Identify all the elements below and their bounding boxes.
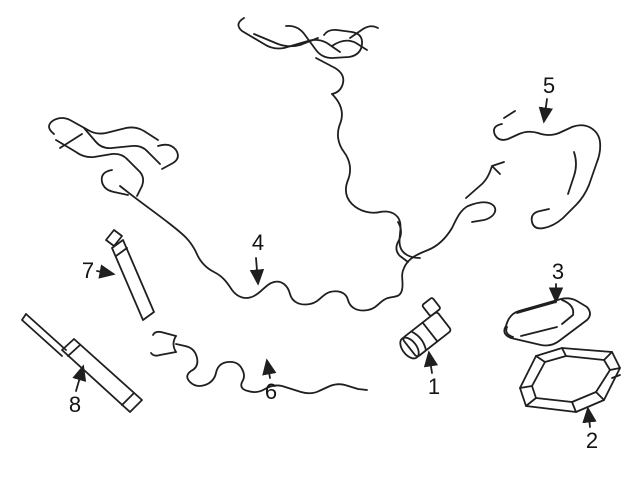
sensor-part-1	[399, 297, 452, 360]
callout-label-7[interactable]: 7	[81, 258, 95, 283]
cylindrical-part-7	[105, 229, 155, 321]
cylindrical-part-8	[21, 313, 143, 413]
callout-7-arrow	[96, 264, 116, 279]
housing-part-2	[519, 347, 621, 413]
callout-1-arrow	[423, 350, 439, 374]
callout-8-arrow	[72, 364, 87, 392]
callout-label-6[interactable]: 6	[264, 379, 278, 404]
callout-5-arrow	[538, 98, 553, 124]
callout-label-3[interactable]: 3	[551, 259, 565, 284]
callout-6-arrow	[262, 358, 277, 379]
wire-part-6	[150, 330, 368, 395]
callout-label-5[interactable]: 5	[542, 73, 556, 98]
callout-label-4[interactable]: 4	[251, 230, 265, 255]
callout-2-arrow	[582, 406, 597, 428]
callout-label-2[interactable]: 2	[585, 428, 599, 453]
wiring-harness-part-4	[48, 17, 505, 312]
bracket-part-3	[503, 297, 591, 347]
callout-arrows	[72, 98, 597, 428]
callout-4-arrow	[249, 257, 265, 286]
wire-assembly-part-5	[493, 110, 602, 230]
callout-label-1[interactable]: 1	[427, 374, 441, 399]
callout-label-8[interactable]: 8	[68, 392, 82, 417]
